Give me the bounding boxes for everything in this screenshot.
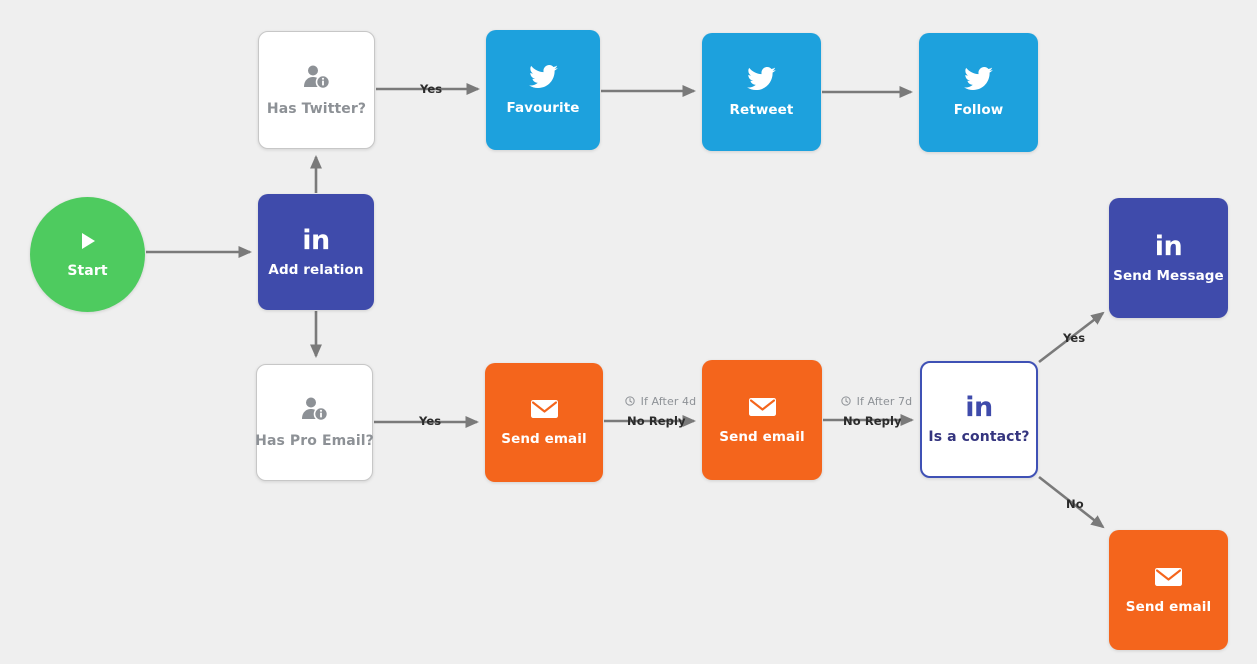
twitter-bird-icon	[528, 64, 558, 89]
linkedin-in-icon: in	[302, 224, 330, 256]
edge-label-contact-yes: Yes	[1063, 331, 1086, 345]
envelope-icon	[748, 396, 777, 418]
node-label: Add relation	[268, 261, 364, 278]
node-label: Send email	[1125, 598, 1212, 615]
node-label: Start	[67, 263, 108, 279]
clock-icon	[841, 396, 855, 409]
node-send-email-3[interactable]: Send email	[1109, 530, 1228, 650]
envelope-icon	[530, 398, 559, 420]
node-follow[interactable]: Follow	[919, 33, 1038, 152]
person-info-icon	[302, 64, 332, 90]
node-label: Is a contact?	[928, 429, 1030, 445]
edge-label-no-reply-1: No Reply	[627, 414, 686, 428]
node-label: Follow	[953, 102, 1004, 118]
node-label: Send email	[501, 431, 587, 447]
node-start[interactable]: Start	[30, 197, 145, 312]
node-label: Send email	[719, 428, 805, 445]
edge-label-contact-no: No	[1066, 497, 1084, 511]
node-label: Has Twitter?	[266, 100, 367, 117]
person-info-icon	[300, 396, 330, 422]
edge-label-after-4d: If After 4d	[625, 395, 696, 409]
node-send-email-1[interactable]: Send email	[485, 363, 603, 482]
node-retweet[interactable]: Retweet	[702, 33, 821, 151]
envelope-icon	[1154, 566, 1183, 588]
node-label: Retweet	[729, 101, 794, 118]
edge-label-email-yes: Yes	[419, 414, 442, 428]
edge-label-text: If After 4d	[640, 395, 697, 408]
linkedin-in-icon: in	[965, 392, 993, 423]
node-label: Send Message	[1113, 267, 1224, 284]
twitter-bird-icon	[964, 67, 993, 91]
node-has-twitter[interactable]: Has Twitter?	[258, 31, 375, 149]
node-add-relation[interactable]: in Add relation	[258, 194, 374, 310]
clock-icon	[625, 396, 639, 409]
node-has-pro-email[interactable]: Has Pro Email?	[255, 364, 374, 481]
node-favourite[interactable]: Favourite	[486, 30, 600, 150]
node-label: Has Pro Email?	[255, 433, 374, 449]
edge-label-twitter-yes: Yes	[420, 82, 443, 96]
node-is-a-contact[interactable]: in Is a contact?	[920, 361, 1038, 478]
edge-label-text: If After 7d	[856, 395, 913, 408]
node-label: Favourite	[506, 99, 580, 116]
twitter-bird-icon	[747, 66, 776, 91]
play-icon	[77, 230, 99, 252]
edge-label-after-7d: If After 7d	[841, 395, 912, 409]
edge-label-no-reply-2: No Reply	[843, 414, 902, 428]
node-send-email-2[interactable]: Send email	[702, 360, 822, 480]
node-send-message[interactable]: in Send Message	[1109, 198, 1228, 318]
linkedin-in-icon: in	[1154, 230, 1183, 262]
